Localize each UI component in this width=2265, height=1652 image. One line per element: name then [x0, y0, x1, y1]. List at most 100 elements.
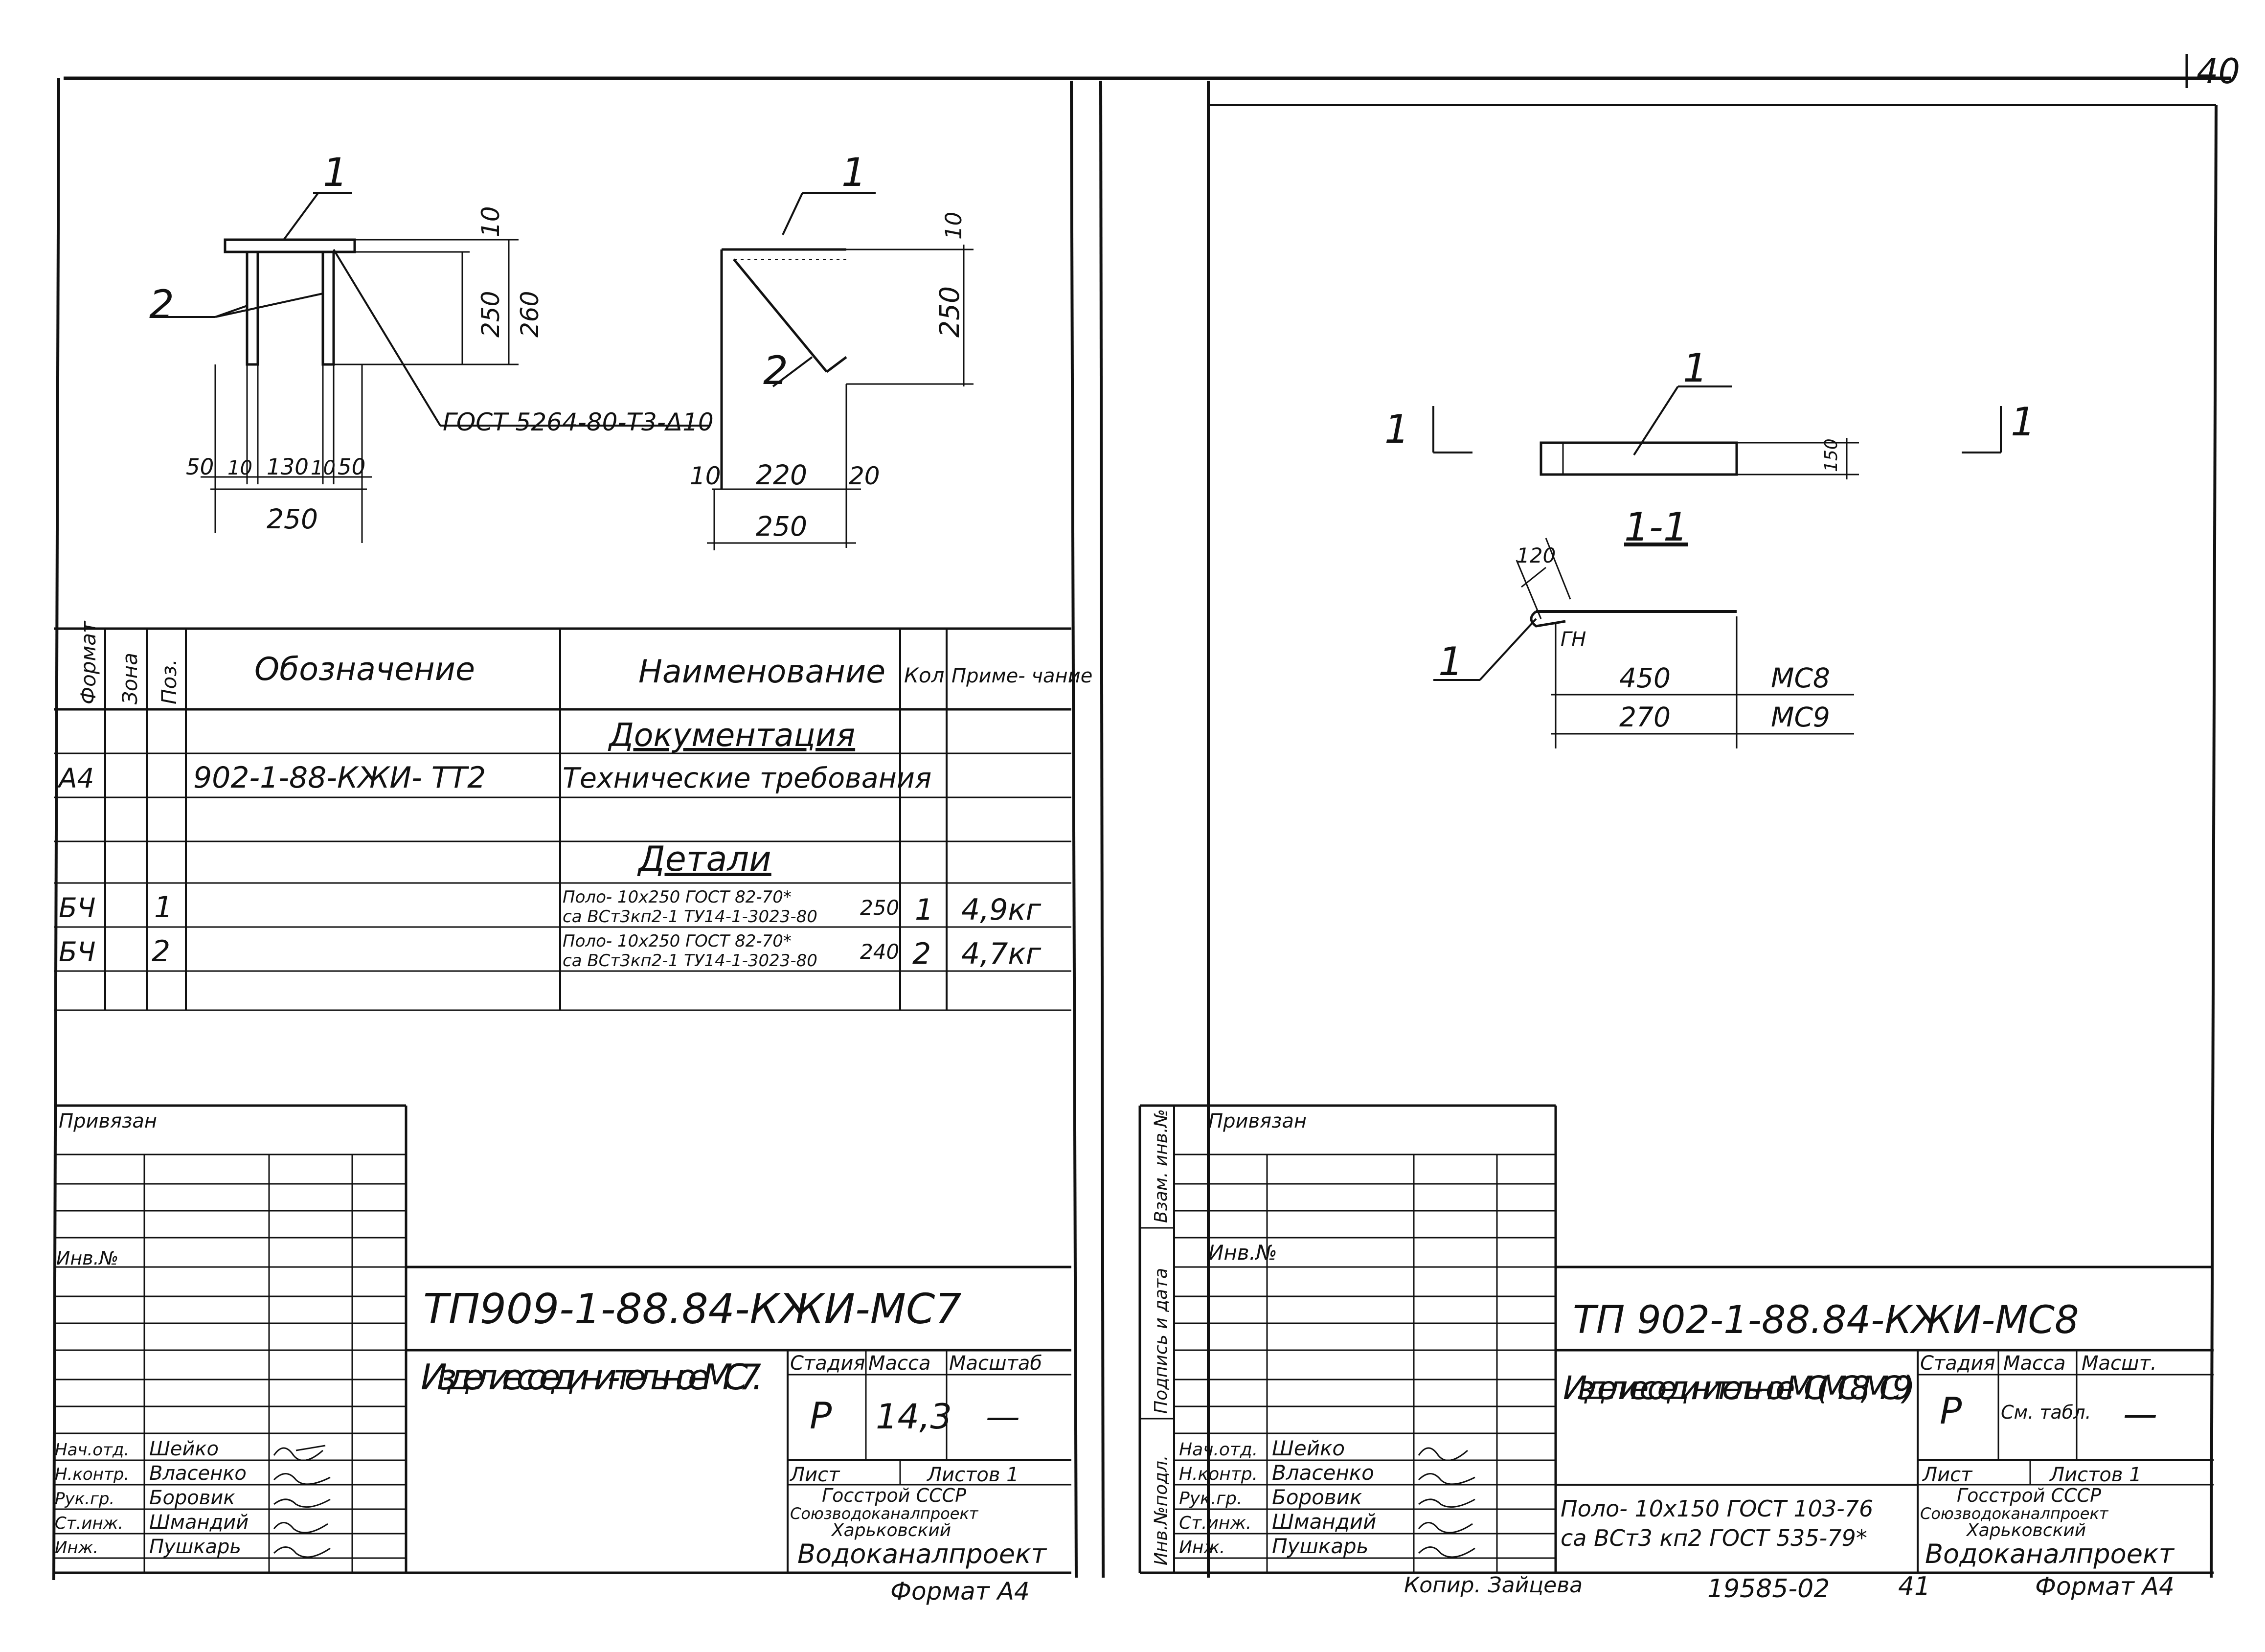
- left-sheets-label: Листов 1: [926, 1464, 1019, 1486]
- right-stage: Р: [1940, 1389, 1962, 1432]
- pos-1-side: 1: [841, 150, 866, 195]
- pos-2-side: 2: [763, 348, 788, 393]
- left-org1: Госстрой СССР: [822, 1485, 966, 1506]
- dim-250-side: 250: [934, 286, 965, 338]
- right-mass-label: Масса: [2003, 1352, 2066, 1375]
- left-name-1: Власенко: [149, 1462, 247, 1485]
- right-role-2: Рук.гр.: [1179, 1489, 1242, 1509]
- left-org2: Союзводоканалпроект: [790, 1504, 979, 1523]
- dim-10b: 10: [311, 457, 336, 479]
- item-mc9: МС9: [1771, 702, 1830, 733]
- doc-row-designation: 902-1-88-КЖИ- ТТ2: [193, 761, 486, 795]
- left-sheet-label: Лист: [789, 1464, 840, 1486]
- sheet-number: 41: [1898, 1572, 1930, 1601]
- left-name-3: Шмандий: [149, 1511, 249, 1534]
- right-signatures: Нач.отд. Н.контр. Рук.гр. Ст.инж. Инж. Ш…: [1179, 1436, 1475, 1558]
- left-scale: —: [986, 1397, 1020, 1437]
- row2-qty: 2: [912, 937, 931, 971]
- dim-120: 120: [1517, 543, 1556, 567]
- side-podpis: Подпись и дата: [1151, 1268, 1171, 1414]
- right-name-2: Боровик: [1272, 1485, 1362, 1509]
- section-mark-left: 1: [1384, 407, 1409, 452]
- frames: [52, 54, 2231, 1581]
- left-name-2: Боровик: [149, 1487, 235, 1509]
- left-drawing-front: [161, 192, 709, 543]
- left-org4: Водоканалпроект: [797, 1539, 1047, 1569]
- right-org3: Харьковский: [1966, 1520, 2086, 1540]
- row1-line2: са ВСт3кп2-1 ТУ14-1-3023-80: [563, 907, 817, 927]
- dim-220: 220: [756, 459, 807, 491]
- doc-row-format: А4: [57, 763, 94, 794]
- right-org4: Водоканалпроект: [1925, 1539, 2175, 1569]
- right-title-block-grid: [1138, 1104, 2214, 1574]
- right-scale-label: Масшт.: [2082, 1352, 2157, 1375]
- row2-line2: са ВСт3кп2-1 ТУ14-1-3023-80: [563, 951, 817, 971]
- left-mass: 14,3: [876, 1397, 952, 1437]
- left-role-3: Ст.инж.: [55, 1514, 123, 1533]
- hdr-pos: Поз.: [157, 659, 181, 704]
- dim-250b: 250: [756, 511, 807, 542]
- right-sheets-label: Листов 1: [2049, 1464, 2142, 1486]
- right-role-0: Нач.отд.: [1179, 1440, 1258, 1460]
- right-drawing-plan: [1432, 385, 2002, 479]
- row2-format: БЧ: [59, 936, 95, 968]
- dim-130: 130: [267, 454, 309, 480]
- left-role-2: Рук.гр.: [55, 1489, 114, 1509]
- right-inv-no: Инв.№: [1208, 1241, 1277, 1265]
- right-org2: Союзводоканалпроект: [1920, 1504, 2109, 1523]
- gost-weld: ГОСТ 5264-80-Т3-Δ10: [443, 408, 714, 436]
- right-name-3: Шмандий: [1272, 1510, 1376, 1534]
- page-number: 40: [2197, 51, 2240, 91]
- left-mass-label: Масса: [868, 1352, 931, 1375]
- row2-note: 4,7кг: [961, 937, 1042, 971]
- row2-length: 240: [860, 940, 899, 964]
- row1-pos: 1: [154, 890, 173, 925]
- dim-50b: 50: [338, 454, 365, 480]
- copied-by: Копир. Зайцева: [1404, 1573, 1583, 1598]
- item-mc8: МС8: [1771, 662, 1830, 694]
- dim-250a: 250: [267, 503, 318, 535]
- section-title: 1-1: [1624, 504, 1688, 550]
- left-stage-label: Стадия: [790, 1352, 865, 1375]
- dim-10a: 10: [227, 457, 252, 479]
- dim-10c: 10: [690, 462, 721, 490]
- left-stage: Р: [810, 1394, 832, 1437]
- row2-pos: 2: [152, 934, 170, 969]
- right-drawing-section: [1433, 538, 1854, 748]
- spec-row-2: БЧ 2 Поло- 10х250 ГОСТ 82-70* са ВСт3кп2…: [59, 931, 1042, 971]
- hdr-zone: Зона: [118, 653, 142, 704]
- right-mass: См. табл.: [2001, 1402, 2091, 1423]
- pos-1-section: 1: [1438, 639, 1463, 684]
- row2-line1: Поло- 10х250 ГОСТ 82-70*: [563, 931, 792, 951]
- right-format: Формат А4: [2035, 1572, 2174, 1601]
- row1-qty: 1: [915, 893, 933, 927]
- right-code: ТП 902-1-88.84-КЖИ-МС8: [1573, 1298, 2079, 1342]
- pos-2-left: 2: [149, 282, 174, 327]
- row1-format: БЧ: [59, 892, 95, 924]
- doc-row-name: Технические требования: [563, 762, 931, 794]
- side-inv-podl: Инв.№подл.: [1151, 1455, 1171, 1565]
- right-scale: —: [2123, 1394, 2157, 1434]
- pos-1-right: 1: [1683, 345, 1708, 391]
- right-name-0: Шейко: [1272, 1436, 1345, 1460]
- left-scale-label: Масштаб: [949, 1352, 1042, 1375]
- dim-450: 450: [1619, 662, 1671, 694]
- dim-150: 150: [1821, 438, 1841, 472]
- right-stage-label: Стадия: [1920, 1352, 1995, 1375]
- side-vzam: Взам. инв.№: [1151, 1109, 1171, 1223]
- right-name-1: Власенко: [1272, 1461, 1374, 1485]
- left-code: ТП909-1-88.84-КЖИ-МС7: [423, 1285, 961, 1334]
- dim-10-side: 10: [941, 212, 967, 240]
- section-mark-right: 1: [2011, 399, 2036, 445]
- right-material-1: Поло- 10х150 ГОСТ 103-76: [1561, 1495, 1873, 1522]
- row1-note: 4,9кг: [961, 893, 1042, 927]
- dim-250: 250: [476, 291, 505, 338]
- left-drawing-side: [707, 192, 974, 550]
- left-name-4: Пушкарь: [149, 1536, 241, 1558]
- right-sheet-label: Лист: [1922, 1464, 1973, 1486]
- archive-number: 19585-02: [1707, 1574, 1830, 1604]
- left-signatures: Нач.отд. Н.контр. Рук.гр. Ст.инж. Инж. Ш…: [55, 1438, 331, 1558]
- left-role-0: Нач.отд.: [55, 1440, 129, 1460]
- section-docs: Документация: [608, 717, 855, 754]
- left-org3: Харьковский: [831, 1520, 951, 1540]
